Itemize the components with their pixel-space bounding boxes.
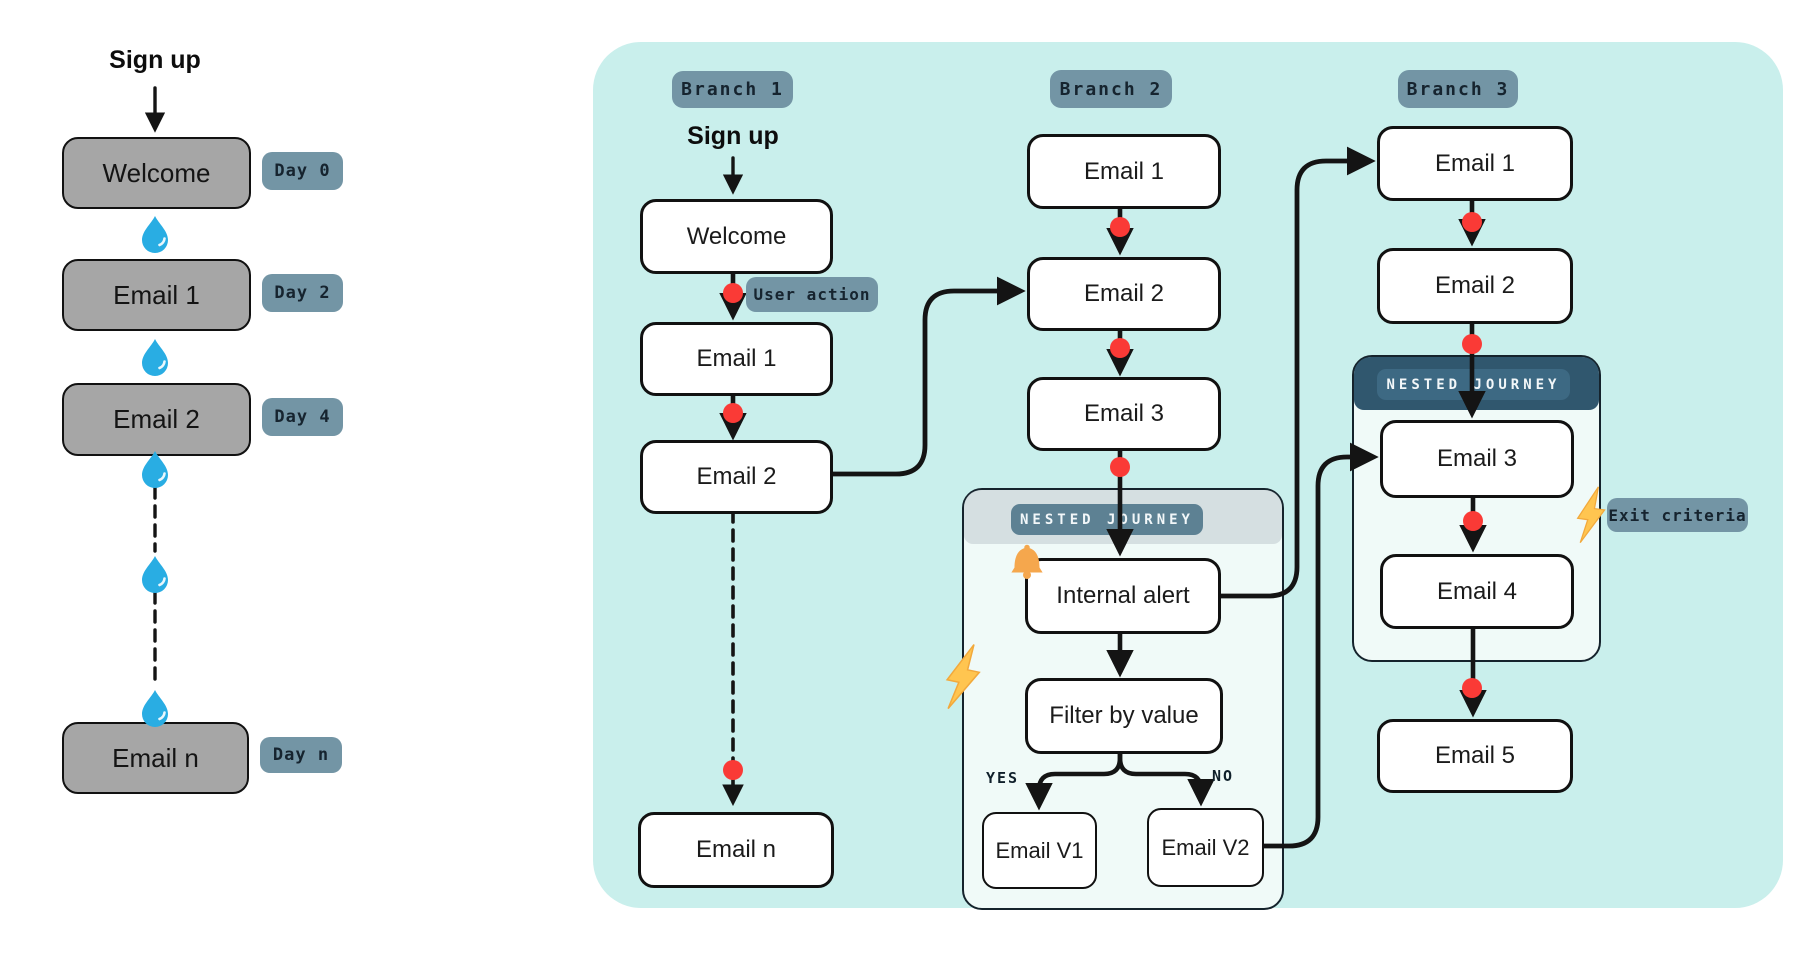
branch1-node-welcome: Welcome (640, 199, 833, 274)
left-node-email1: Email 1 (62, 259, 251, 331)
branch3-node-email2: Email 2 (1377, 248, 1573, 324)
left-day-badge-2: Day 4 (262, 398, 343, 436)
branch2-node-email-v1: Email V1 (982, 812, 1097, 889)
yes-label: YES (986, 769, 1020, 787)
branch3-node-email4: Email 4 (1380, 554, 1574, 629)
left-node-emailn: Email n (62, 722, 249, 794)
branch2-node-filter-by-value: Filter by value (1025, 678, 1223, 754)
branch2-node-internal-alert: Internal alert (1025, 558, 1221, 634)
exit-criteria-badge: Exit criteria (1607, 498, 1748, 532)
branch1-trigger-label: Sign up (687, 122, 779, 150)
branch2-node-email2: Email 2 (1027, 257, 1221, 331)
branch1-node-email2: Email 2 (640, 440, 833, 514)
left-day-badge-3: Day n (260, 737, 342, 773)
no-label: NO (1212, 767, 1235, 785)
water-drop-icon (140, 337, 170, 378)
branch2-node-email1: Email 1 (1027, 134, 1221, 209)
left-node-email2: Email 2 (62, 383, 251, 456)
branch1-badge: Branch 1 (672, 71, 793, 108)
branch3-node-email3: Email 3 (1380, 420, 1574, 498)
left-day-badge-0: Day 0 (262, 152, 343, 190)
left-node-welcome: Welcome (62, 137, 251, 209)
branch3-node-email1: Email 1 (1377, 126, 1573, 201)
branch2-badge: Branch 2 (1050, 70, 1172, 108)
branch1-node-email1: Email 1 (640, 322, 833, 396)
water-drop-icon (140, 449, 170, 490)
left-day-badge-1: Day 2 (262, 274, 343, 312)
user-action-badge: User action (746, 277, 878, 312)
water-drop-icon (140, 554, 170, 595)
branch3-node-email5: Email 5 (1377, 719, 1573, 793)
branch2-nested-journey-badge: NESTED JOURNEY (1011, 504, 1203, 535)
water-drop-icon (140, 214, 170, 255)
left-trigger-label: Sign up (109, 46, 201, 74)
branch2-node-email-v2: Email V2 (1147, 808, 1264, 887)
branch1-node-emailn: Email n (638, 812, 834, 888)
branch2-node-email3: Email 3 (1027, 377, 1221, 451)
branch3-badge: Branch 3 (1398, 70, 1518, 108)
branch3-nested-journey-badge: NESTED JOURNEY (1377, 369, 1570, 400)
